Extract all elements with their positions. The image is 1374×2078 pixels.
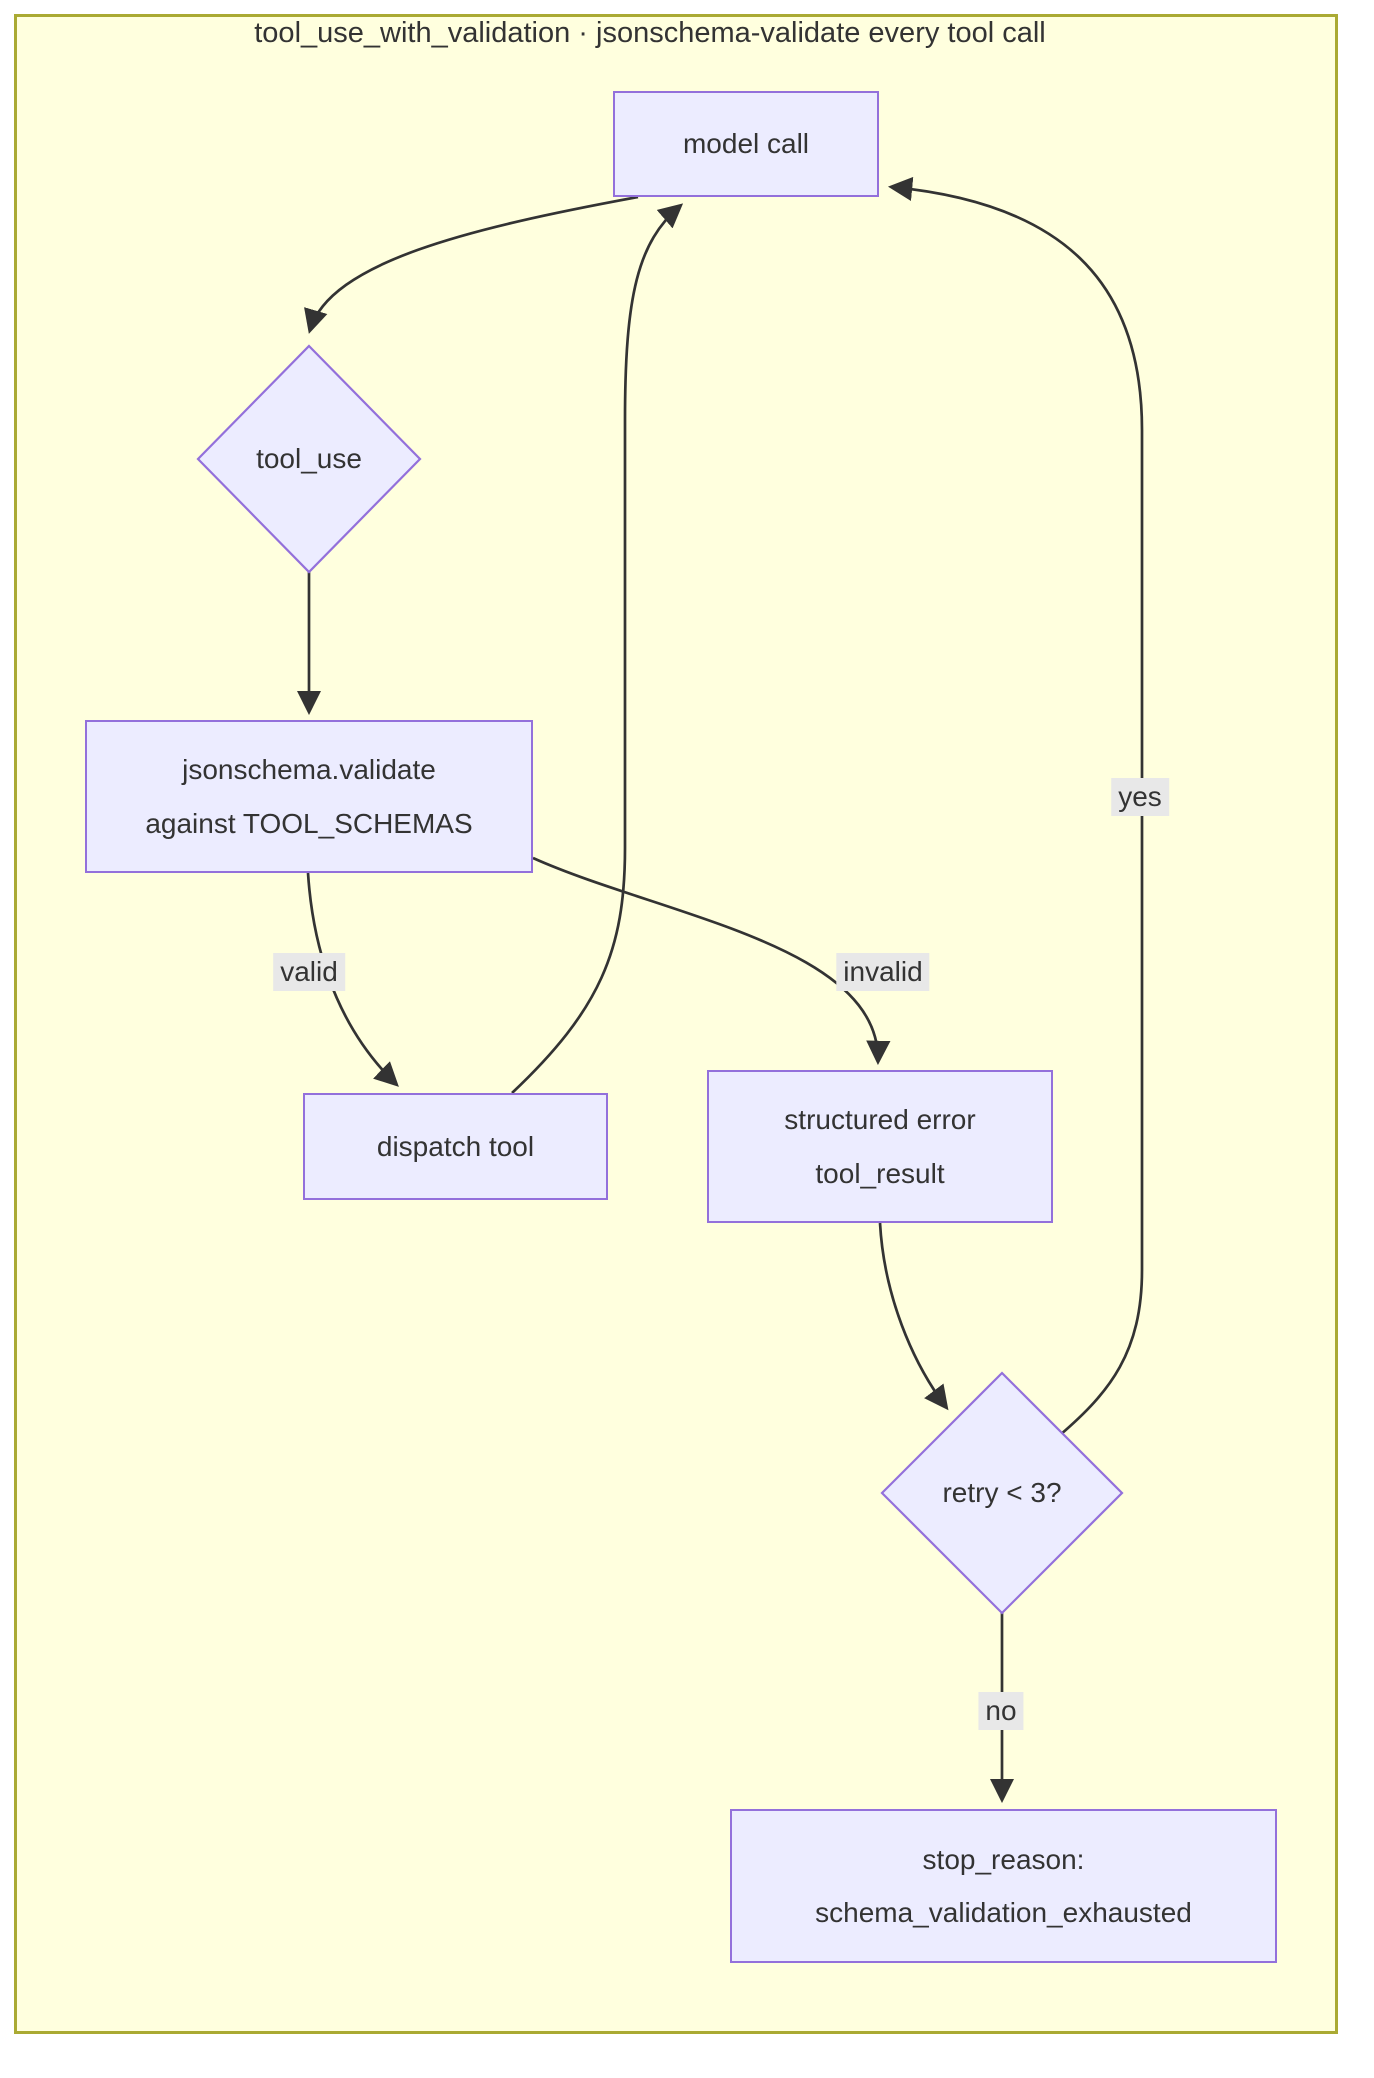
edge-structured-error-to-retry — [878, 1222, 949, 1411]
node-stop-reason-line-2: schema_validation_exhausted — [815, 1897, 1192, 1928]
node-structured-error-label: structured error tool_result — [784, 1093, 975, 1199]
edge-label-valid: valid — [273, 953, 345, 991]
node-tool-use-label: tool_use — [256, 443, 362, 474]
node-structured-error: structured error tool_result — [707, 1070, 1053, 1223]
node-dispatch-tool-label: dispatch tool — [376, 1130, 535, 1162]
node-structured-error-line-2: tool_result — [815, 1157, 945, 1189]
diagram-frame — [14, 14, 1338, 2034]
edge-model-call-to-tool-use — [304, 195, 639, 334]
edge-label-no: no — [978, 1692, 1024, 1730]
edge-dispatch-to-model-call — [511, 203, 684, 1094]
node-stop-reason-line-1: stop_reason: — [922, 1843, 1085, 1875]
node-validate-line-1: jsonschema.validate — [182, 754, 436, 786]
node-validate-line-2: against TOOL_SCHEMAS — [145, 807, 473, 839]
node-stop-reason: stop_reason: schema_validation_exhausted — [730, 1809, 1277, 1963]
node-stop-reason-label: stop_reason: schema_validation_exhausted — [815, 1833, 1192, 1939]
diagram-title: tool_use_with_validation · jsonschema-va… — [254, 17, 1046, 49]
node-validate-label: jsonschema.validate against TOOL_SCHEMAS — [145, 743, 472, 849]
node-model-call-label: model call — [682, 128, 810, 160]
node-structured-error-line-1: structured error — [784, 1104, 976, 1136]
node-model-call: model call — [613, 91, 879, 197]
tool-use-diamond-shape — [196, 344, 422, 574]
node-dispatch-tool: dispatch tool — [303, 1093, 608, 1200]
edge-label-invalid: invalid — [836, 953, 930, 991]
edge-retry-to-model-call-yes — [887, 176, 1144, 1437]
node-retry-label: retry < 3? — [942, 1477, 1062, 1508]
node-validate: jsonschema.validate against TOOL_SCHEMAS — [85, 720, 533, 873]
edge-validate-to-structured-error-invalid — [532, 856, 891, 1066]
retry-diamond-shape — [880, 1371, 1124, 1615]
edge-label-yes: yes — [1111, 778, 1169, 816]
